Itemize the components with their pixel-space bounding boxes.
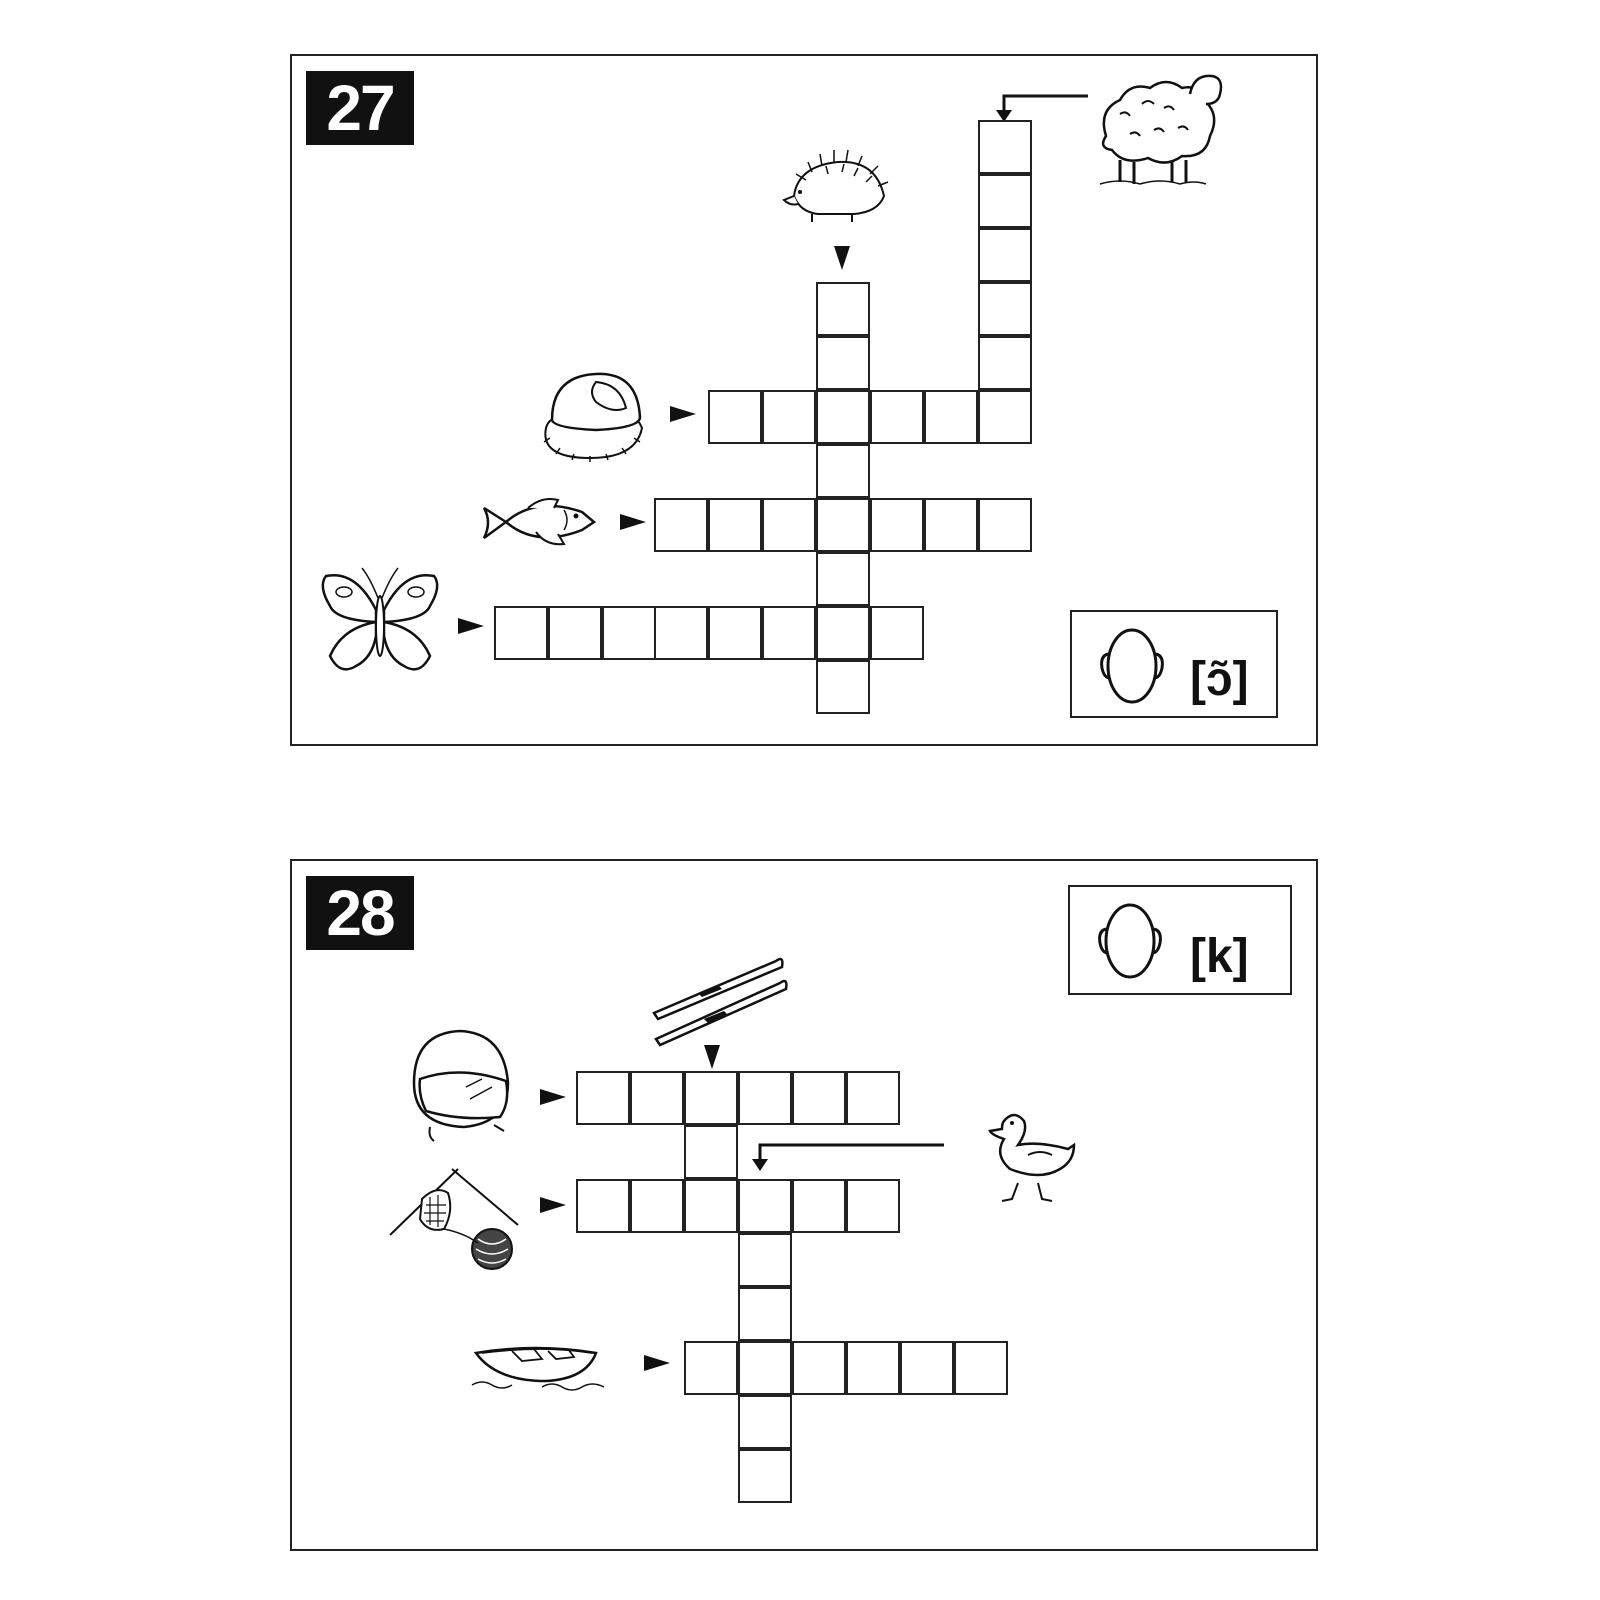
crossword-cell[interactable] bbox=[924, 498, 978, 552]
crossword-cell[interactable] bbox=[762, 606, 816, 660]
sheep-icon bbox=[1090, 64, 1223, 199]
crossword-cell[interactable] bbox=[978, 390, 1032, 444]
crossword-cell[interactable] bbox=[708, 390, 762, 444]
crossword-cell[interactable] bbox=[738, 1395, 792, 1449]
hedgehog-icon bbox=[782, 149, 892, 237]
crossword-cell[interactable] bbox=[870, 606, 924, 660]
crossword-cell[interactable] bbox=[978, 228, 1032, 282]
crossword-cell[interactable] bbox=[792, 1179, 846, 1233]
crossword-cell[interactable] bbox=[816, 606, 870, 660]
crossword-cell[interactable] bbox=[978, 498, 1032, 552]
crossword-cell[interactable] bbox=[684, 1071, 738, 1125]
skis-icon bbox=[648, 953, 798, 1058]
sound-label: [ɔ̃] bbox=[1190, 653, 1249, 706]
butterfly-icon bbox=[316, 562, 446, 687]
crossword-cell[interactable] bbox=[762, 390, 816, 444]
crossword-cell[interactable] bbox=[900, 1341, 954, 1395]
crossword-cell[interactable] bbox=[738, 1179, 792, 1233]
crossword-cell[interactable] bbox=[846, 1341, 900, 1395]
crossword-cell[interactable] bbox=[738, 1449, 792, 1503]
chestnut-icon bbox=[538, 368, 648, 473]
crossword-cell[interactable] bbox=[870, 390, 924, 444]
crossword-cell[interactable] bbox=[738, 1233, 792, 1287]
sound-label: [k] bbox=[1190, 930, 1249, 983]
crossword-cell[interactable] bbox=[684, 1341, 738, 1395]
crossword-cell[interactable] bbox=[954, 1341, 1008, 1395]
crossword-cell[interactable] bbox=[576, 1179, 630, 1233]
crossword-cell[interactable] bbox=[816, 336, 870, 390]
duck-pointer-arrow bbox=[752, 1143, 944, 1171]
head-icon bbox=[1100, 628, 1164, 704]
helmet-pointer-arrow bbox=[540, 1089, 566, 1105]
hedgehog-pointer-arrow bbox=[834, 246, 850, 270]
crossword-cell[interactable] bbox=[870, 498, 924, 552]
sound-box: [k] bbox=[1068, 885, 1292, 995]
sound-box: [ɔ̃] bbox=[1070, 610, 1278, 718]
crossword-cell[interactable] bbox=[978, 174, 1032, 228]
crossword-cell[interactable] bbox=[630, 1179, 684, 1233]
chestnut-pointer-arrow bbox=[670, 406, 696, 422]
crossword-27-panel: 27 [ɔ̃] bbox=[290, 54, 1318, 746]
crossword-cell[interactable] bbox=[684, 1179, 738, 1233]
crossword-cell[interactable] bbox=[792, 1341, 846, 1395]
boat-pointer-arrow bbox=[644, 1355, 670, 1371]
crossword-cell[interactable] bbox=[654, 606, 708, 660]
puzzle-number-badge: 27 bbox=[306, 71, 414, 145]
sheep-pointer-arrow bbox=[996, 94, 1088, 122]
crossword-cell[interactable] bbox=[708, 498, 762, 552]
knitting-icon bbox=[388, 1165, 528, 1280]
fish-pointer-arrow bbox=[620, 514, 646, 530]
crossword-cell[interactable] bbox=[738, 1341, 792, 1395]
puzzle-number-badge: 28 bbox=[306, 876, 414, 950]
crossword-cell[interactable] bbox=[924, 390, 978, 444]
crossword-cell[interactable] bbox=[816, 498, 870, 552]
butterfly-pointer-arrow bbox=[458, 618, 484, 634]
crossword-cell[interactable] bbox=[846, 1071, 900, 1125]
crossword-cell[interactable] bbox=[978, 336, 1032, 390]
crossword-cell[interactable] bbox=[684, 1125, 738, 1179]
duck-icon bbox=[974, 1109, 1084, 1214]
head-icon bbox=[1098, 903, 1162, 979]
crossword-cell[interactable] bbox=[816, 390, 870, 444]
crossword-cell[interactable] bbox=[738, 1071, 792, 1125]
crossword-cell[interactable] bbox=[654, 498, 708, 552]
helmet-icon bbox=[406, 1027, 516, 1152]
crossword-cell[interactable] bbox=[816, 444, 870, 498]
crossword-28-panel: 28 [k] bbox=[290, 859, 1318, 1551]
crossword-cell[interactable] bbox=[816, 282, 870, 336]
crossword-cell[interactable] bbox=[762, 498, 816, 552]
crossword-cell[interactable] bbox=[630, 1071, 684, 1125]
crossword-cell[interactable] bbox=[846, 1179, 900, 1233]
knitting-pointer-arrow bbox=[540, 1197, 566, 1213]
crossword-cell[interactable] bbox=[816, 660, 870, 714]
crossword-cell[interactable] bbox=[816, 552, 870, 606]
crossword-cell[interactable] bbox=[792, 1071, 846, 1125]
crossword-cell[interactable] bbox=[708, 606, 762, 660]
crossword-cell[interactable] bbox=[978, 282, 1032, 336]
skis-pointer-arrow bbox=[704, 1045, 720, 1069]
boat-icon bbox=[471, 1339, 622, 1404]
crossword-cell[interactable] bbox=[602, 606, 656, 660]
crossword-cell[interactable] bbox=[494, 606, 548, 660]
fish-icon bbox=[478, 492, 598, 557]
crossword-cell[interactable] bbox=[738, 1287, 792, 1341]
crossword-cell[interactable] bbox=[576, 1071, 630, 1125]
crossword-cell[interactable] bbox=[548, 606, 602, 660]
crossword-cell[interactable] bbox=[978, 120, 1032, 174]
